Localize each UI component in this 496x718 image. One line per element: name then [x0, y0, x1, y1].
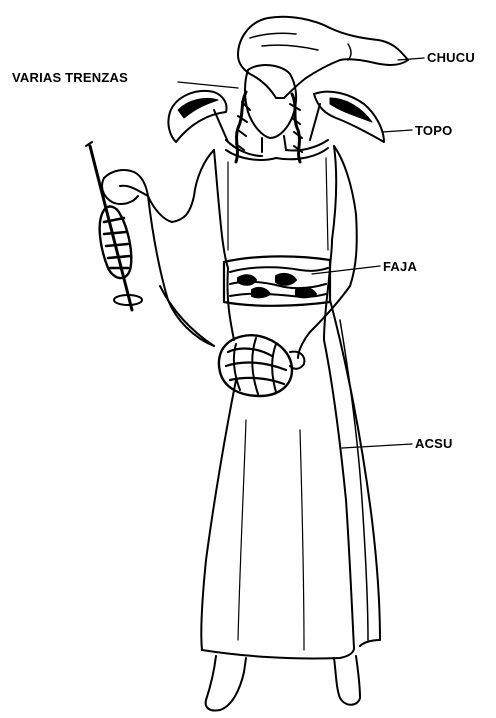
label-faja: FAJA: [383, 260, 417, 273]
chucu-headdress: [238, 17, 408, 98]
head: [245, 65, 296, 152]
topo-leader-line: [382, 130, 412, 132]
trenzas-leader-line: [178, 82, 238, 88]
label-chucu: CHUCU: [427, 51, 475, 64]
leader-lines: [178, 58, 424, 448]
dress-acsu: [102, 140, 380, 659]
label-topo: TOPO: [415, 124, 452, 137]
label-acsu: ACSU: [415, 437, 453, 450]
spindle: [86, 142, 142, 310]
bodice: [226, 148, 328, 250]
chucu-leader-line: [398, 58, 424, 60]
yarn-ball-in-hands: [219, 335, 304, 396]
faja-belt: [224, 256, 330, 305]
label-varias-trenzas: VARIAS TRENZAS: [12, 71, 128, 84]
feet: [206, 656, 360, 711]
acsu-leader-line: [342, 444, 412, 448]
